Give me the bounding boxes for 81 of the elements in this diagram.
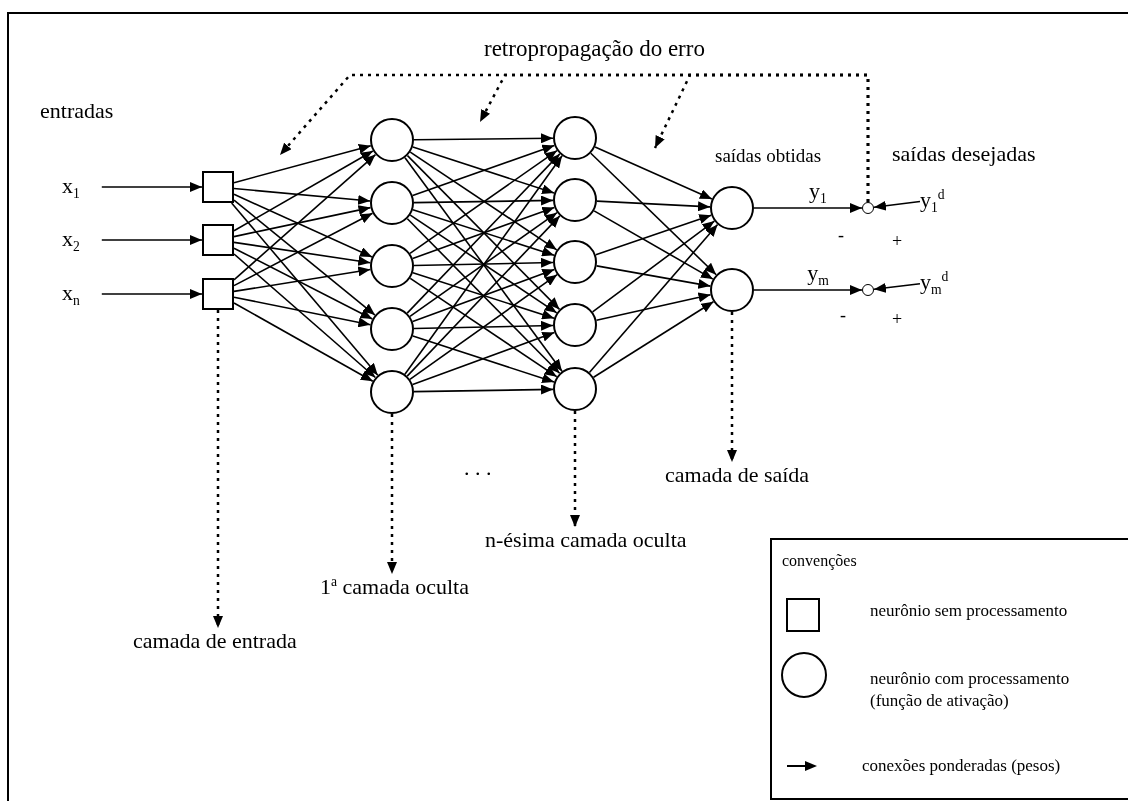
layer-label: 1$^{a}$ camada oculta bbox=[320, 574, 469, 600]
legend-text: neurônio sem processamento bbox=[870, 600, 1068, 622]
arrow bbox=[101, 289, 203, 299]
arrow bbox=[591, 220, 716, 313]
neuron-circle bbox=[553, 367, 597, 411]
dotted-arrow bbox=[653, 73, 870, 202]
dotted-arrow bbox=[213, 310, 223, 628]
arrow bbox=[233, 199, 376, 316]
neuron-circle bbox=[370, 118, 414, 162]
layer-label: n-ésima camada oculta bbox=[485, 527, 687, 553]
arrow bbox=[233, 302, 374, 382]
heading-label: retropropagação do erro bbox=[484, 36, 705, 62]
arrow bbox=[233, 205, 372, 238]
legend-text: conexões ponderadas (pesos) bbox=[862, 755, 1061, 777]
arrow bbox=[233, 241, 371, 266]
layer-label: camada de entrada bbox=[133, 628, 297, 654]
neuron-circle bbox=[553, 178, 597, 222]
input-neuron-square bbox=[202, 278, 234, 310]
edge-label: y$_{1}$ bbox=[809, 178, 827, 204]
arrow bbox=[233, 253, 377, 379]
legend-text: neurônio com processamento (função de ativação) bbox=[870, 668, 1071, 712]
arrow bbox=[753, 203, 863, 213]
legend-title: convenções bbox=[782, 551, 857, 572]
arrow bbox=[413, 320, 554, 331]
arrow bbox=[753, 285, 863, 295]
arrow bbox=[233, 296, 372, 328]
arrow bbox=[233, 212, 374, 287]
outputs-label: saídas obtidas bbox=[715, 144, 822, 168]
arrow bbox=[595, 292, 712, 321]
summing-junction bbox=[862, 202, 874, 214]
neuron-circle bbox=[370, 244, 414, 288]
neuron-circle bbox=[553, 116, 597, 160]
neuron-circle bbox=[710, 268, 754, 312]
arrow bbox=[594, 146, 713, 200]
minus-sign: - bbox=[840, 304, 846, 327]
neuron-circle bbox=[710, 186, 754, 230]
arrow bbox=[592, 300, 715, 379]
arrow bbox=[413, 257, 554, 268]
neuron-circle bbox=[370, 181, 414, 225]
arrow bbox=[588, 223, 719, 374]
arrow bbox=[873, 282, 921, 293]
ellipsis: . . . bbox=[464, 455, 492, 481]
neuron-circle bbox=[370, 370, 414, 414]
plus-sign: + bbox=[892, 308, 903, 331]
dotted-arrow bbox=[387, 414, 397, 574]
arrow bbox=[413, 133, 554, 144]
arrow bbox=[413, 384, 554, 395]
arrow bbox=[595, 214, 712, 256]
inputs-label: entradas bbox=[40, 98, 114, 124]
dotted-arrow bbox=[727, 312, 737, 462]
arrow bbox=[873, 200, 921, 211]
neuron-circle bbox=[553, 240, 597, 284]
minus-sign: - bbox=[838, 224, 844, 247]
neuron-circle bbox=[370, 307, 414, 351]
arrow bbox=[101, 182, 203, 192]
arrow bbox=[595, 265, 712, 289]
layer-label: camada de saída bbox=[665, 462, 810, 488]
edge-label: y$_{m}$ bbox=[807, 260, 829, 286]
neuron-circle bbox=[553, 303, 597, 347]
arrow bbox=[233, 153, 377, 281]
arrow bbox=[101, 235, 203, 245]
input-label: x$_{n}$ bbox=[62, 280, 80, 306]
arrow bbox=[233, 150, 374, 232]
arrow bbox=[593, 210, 714, 280]
arrow bbox=[233, 247, 374, 320]
desired-outputs-label: saídas desejadas bbox=[892, 141, 1036, 167]
input-neuron-square bbox=[202, 171, 234, 203]
dotted-arrow bbox=[570, 411, 580, 527]
arrow bbox=[233, 266, 372, 293]
arrow bbox=[233, 193, 373, 258]
arrow bbox=[590, 152, 717, 276]
input-label: x$_{1}$ bbox=[62, 173, 80, 199]
input-label: x$_{2}$ bbox=[62, 226, 80, 252]
plus-sign: + bbox=[892, 230, 903, 253]
arrow bbox=[230, 202, 379, 376]
arrow bbox=[233, 144, 372, 184]
summing-junction bbox=[862, 284, 874, 296]
arrow bbox=[596, 200, 711, 212]
arrow bbox=[233, 187, 371, 205]
arrow bbox=[413, 195, 554, 206]
input-neuron-square bbox=[202, 224, 234, 256]
